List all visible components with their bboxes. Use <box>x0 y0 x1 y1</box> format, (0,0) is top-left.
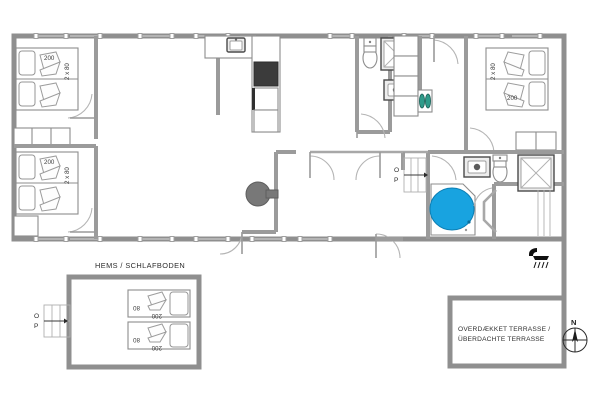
wood-stove-icon <box>245 181 279 207</box>
door-bedroom-top-left <box>67 93 97 119</box>
cooktop-icon <box>253 87 279 111</box>
whirlpool-tub-icon <box>429 183 476 236</box>
outdoor-shower-icon <box>529 248 549 269</box>
loft-bed-2-length: 200 <box>151 344 162 351</box>
bedroom-top-left: 200 2 x 80 <box>15 36 98 139</box>
bathroom-whirlpool <box>310 150 564 239</box>
terrace-plan: OVERDÆKKET TERRASSE / ÜBERDACHTE TERRASS… <box>447 239 567 369</box>
sink-icon-bath-top <box>363 37 377 47</box>
compass-rose: N <box>562 318 588 353</box>
pantry-column <box>393 35 419 117</box>
loft-plan: 80 200 80 200 O P <box>34 274 202 370</box>
bed-length-label-1: 200 <box>44 55 55 62</box>
counter-cabinet <box>253 109 279 133</box>
door-bedroom-bottom-left <box>67 207 97 233</box>
bed-length-label-3: 200 <box>507 95 518 102</box>
toilet-icon-bath-top <box>362 45 378 69</box>
op-marker-middle: O P <box>394 157 428 193</box>
toilet-icon-bath-bottom <box>492 154 508 183</box>
loft-title: HEMS / SCHLAFBODEN <box>95 261 185 270</box>
shower-cabin-icon-sauna <box>517 154 555 192</box>
loft-bed-1-width: 80 <box>133 304 140 311</box>
terrace-label-line2: ÜBERDACHTE TERRASSE <box>458 335 545 343</box>
oven-icon <box>253 61 279 87</box>
op-marker-middle-line1: O <box>394 167 399 174</box>
loft-bed-1-length: 200 <box>151 312 162 319</box>
compass-north-label: N <box>571 318 576 327</box>
bed-width-label-1: 2 x 80 <box>64 63 71 80</box>
terrace-label-line1: OVERDÆKKET TERRASSE / <box>458 326 550 333</box>
loft-bed-2: 80 200 <box>127 321 191 351</box>
washing-machine-icon-2 <box>463 156 491 178</box>
loft-bed-1: 80 200 <box>127 289 191 319</box>
sauna-shower <box>473 154 564 239</box>
wardrobe-top-left <box>13 127 71 147</box>
bed-width-label-3: 2 x 80 <box>490 63 497 80</box>
op-marker-left-line2: P <box>34 323 39 330</box>
fridge-icon <box>417 89 433 113</box>
bedroom-bottom-left: 200 2 x 80 <box>13 144 98 239</box>
op-marker-middle-line2: P <box>394 177 399 184</box>
bedroom-right: 2 x 80 200 <box>464 36 557 153</box>
window-mullions-bottom <box>33 236 333 242</box>
sink-icon <box>226 37 246 53</box>
kitchen <box>204 35 281 133</box>
bed-width-label-2: 2 x 80 <box>64 167 71 184</box>
loft-bed-2-width: 80 <box>133 336 140 343</box>
op-marker-left: O P <box>34 304 71 338</box>
bathroom-top <box>355 35 459 139</box>
hall-doors-bottom <box>309 152 403 259</box>
stairs <box>537 190 551 236</box>
op-marker-left-line1: O <box>34 313 39 320</box>
bed-length-label-2: 200 <box>44 159 55 166</box>
